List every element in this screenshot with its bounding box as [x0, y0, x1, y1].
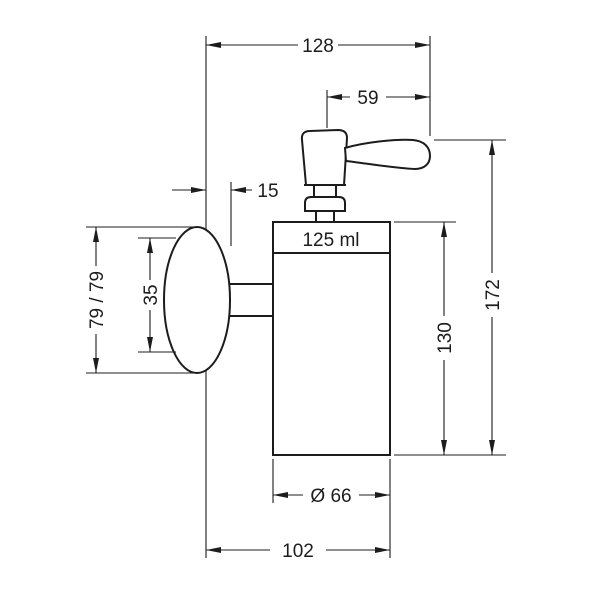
- product-outline: 125 ml: [163, 128, 432, 456]
- dim-label-15: 15: [257, 181, 278, 202]
- dimension-mounting-offset: 35: [138, 237, 176, 353]
- dim-label-59: 59: [357, 88, 378, 109]
- pump-neck: [304, 185, 346, 222]
- dim-label-128: 128: [302, 36, 334, 57]
- dimension-overall-depth: 128: [205, 36, 431, 229]
- pump-cap: [300, 128, 349, 186]
- pump-lever: [343, 138, 432, 171]
- mounting-arm: [229, 283, 273, 317]
- dimension-wall-plate-depth: 15: [172, 181, 279, 246]
- wall-plate-ellipse: [163, 226, 231, 374]
- dim-label-35: 35: [141, 284, 162, 305]
- pump-collar: [304, 196, 346, 212]
- dimension-wall-to-front: 102: [205, 371, 390, 562]
- dimension-container-height: 130: [394, 221, 506, 456]
- dim-label-79-79: 79 / 79: [87, 271, 108, 329]
- dim-label-130: 130: [435, 322, 456, 354]
- dim-label-102: 102: [282, 541, 314, 562]
- dim-label-66: Ø 66: [310, 486, 351, 507]
- capacity-label: 125 ml: [302, 230, 359, 251]
- dim-label-172: 172: [483, 279, 504, 311]
- container-body: [272, 221, 391, 456]
- dimension-overall-height: 172: [434, 139, 506, 455]
- dimension-container-diameter: Ø 66: [272, 459, 391, 558]
- dimension-wall-plate-size: 79 / 79: [86, 226, 193, 374]
- dimension-lever-projection: 59: [326, 88, 430, 128]
- pump-head: [300, 128, 432, 222]
